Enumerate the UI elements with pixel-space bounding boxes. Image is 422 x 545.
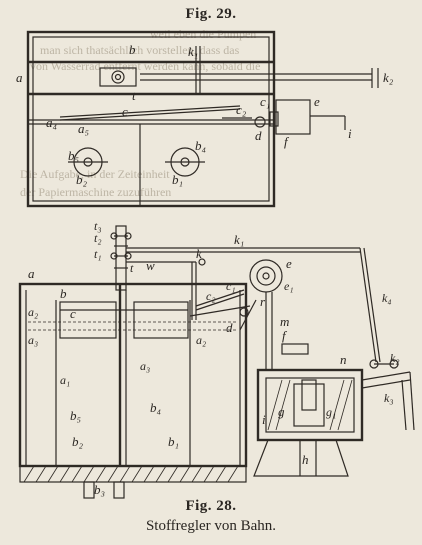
fig29-label-d: d <box>255 128 262 143</box>
fig29-label-b1: b₁ <box>172 172 183 187</box>
fig29-label-e: e <box>314 94 320 109</box>
float-left <box>59 301 117 339</box>
fig29-label-t: t <box>132 88 136 103</box>
fig28-label-k1: k₁ <box>234 232 244 247</box>
fig29-label-f: f <box>284 134 290 149</box>
fig29-label-a5: a₅ <box>78 121 89 136</box>
fig28-label-t: t <box>130 261 134 275</box>
bg-line-5: der Papiermaschine zuzuführen <box>20 185 171 199</box>
bg-line-1: weil eben die Pumpen <box>150 27 256 41</box>
fig29-label-i: i <box>348 126 352 141</box>
fig28-label-b3: b₃ <box>94 482 105 497</box>
fig29-outer-frame <box>26 30 276 208</box>
fig28-label-c1: c₁ <box>226 279 236 293</box>
fig28-label-t1: t₁ <box>94 247 102 261</box>
fig28-label-a3-left: a₃ <box>28 333 38 347</box>
fig28-label-d: d <box>226 320 233 335</box>
fig29-label-b5: b₅ <box>68 148 79 163</box>
fig28-label-m: m <box>280 314 289 329</box>
fig28-label-w: w <box>146 258 155 273</box>
fig28-label-g: g <box>278 404 285 419</box>
fig29-label-c1: c₁ <box>260 94 270 109</box>
fig28-label-f: f <box>282 328 288 343</box>
pulley-e <box>249 259 283 293</box>
fig28-label-b4: b₄ <box>150 400 162 415</box>
fig29-label-k2: k₂ <box>383 70 394 85</box>
fig28-label-k4: k₄ <box>382 291 392 305</box>
regulator-hatch <box>267 379 353 431</box>
fig28-label-i: i <box>262 412 266 427</box>
fig28-label-k3: k₃ <box>384 391 394 405</box>
fig28-tank <box>18 282 248 468</box>
fig28-label-b1: b₁ <box>168 434 179 449</box>
fig28-label-k: k <box>196 246 202 261</box>
fig28-label-c2: c₂ <box>206 289 216 303</box>
fig28-caption: Stoffregler von Bahn. <box>145 518 277 534</box>
fig28-label-e: e <box>286 256 292 271</box>
fig28-label-a3-right: a₃ <box>140 359 150 373</box>
fig28-label-a2-right: a₂ <box>196 333 206 347</box>
fig28-label-h: h <box>302 452 309 467</box>
fig29-label-b: b <box>129 42 136 57</box>
regulator-base <box>253 439 349 477</box>
fig28-label-b2: b₂ <box>72 434 84 449</box>
fig29-label-c2: c₂ <box>236 102 247 117</box>
bg-line-2: man sich thatsächlich vorstellen, dass d… <box>40 43 240 57</box>
fig28-label-k2: k₂ <box>390 351 400 365</box>
fig28-label-g1: g₁ <box>326 405 336 419</box>
fig29-label-a: a <box>16 70 23 85</box>
fig28-label-b: b <box>60 286 67 301</box>
fig29-plan: b k₁ a t k₂ c a₄ a₅ b₅ b₄ b₂ b₁ c₁ e d f… <box>16 30 394 208</box>
fig28-label-n: n <box>340 352 347 367</box>
fig28-label-a: a <box>28 266 35 281</box>
fig29-label-c: c <box>122 104 128 119</box>
fig29-label-a4: a₄ <box>46 115 58 130</box>
fig28-label-t3: t₃ <box>94 219 102 233</box>
fig29-title: Fig. 29. <box>185 6 237 22</box>
fig28-label-a2-left: a₂ <box>28 305 38 319</box>
fig28-label-t2: t₂ <box>94 231 102 245</box>
fig28-label-c: c <box>70 306 76 321</box>
fig29-label-b4: b₄ <box>195 138 207 153</box>
fig28-title: Fig. 28. <box>185 498 237 514</box>
fig28-elevation: t₃ t₂ t₁ t k₁ k w a b c a₂ a₃ a₂ a₃ a₁ b… <box>18 219 415 499</box>
fig29-label-k1: k₁ <box>188 44 198 59</box>
fig28-label-b5: b₅ <box>70 408 81 423</box>
float-right <box>133 301 189 339</box>
fig29-label-b2: b₂ <box>76 172 88 187</box>
fig28-label-a1: a₁ <box>60 373 70 387</box>
fig28-label-e1: e₁ <box>284 279 294 293</box>
tank-base-hatch <box>23 465 239 483</box>
regulator-box <box>256 368 364 442</box>
fig28-label-r: r <box>260 294 266 309</box>
